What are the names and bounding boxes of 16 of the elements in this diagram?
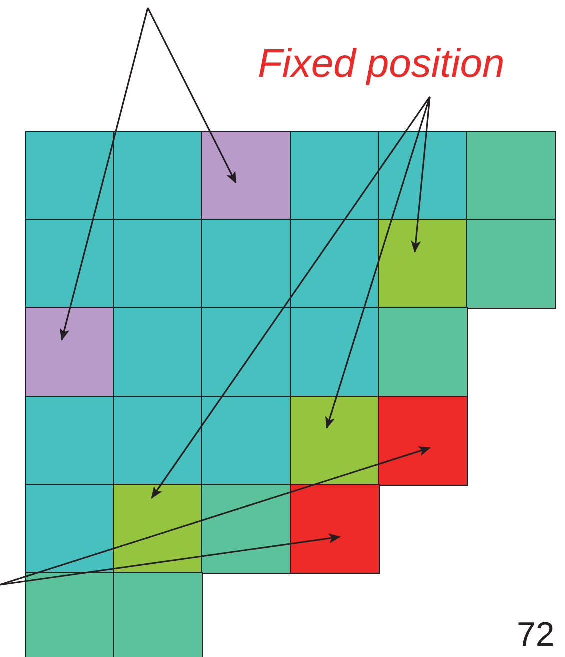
leader-line	[0, 446, 431, 586]
leader-line	[147, 8, 237, 184]
leader-line	[151, 96, 431, 499]
grid-cell	[290, 396, 380, 486]
grid-cell	[25, 307, 114, 398]
leader-line	[326, 96, 431, 429]
leader-line	[60, 8, 149, 341]
page-number: 72	[517, 618, 555, 652]
leader-line	[0, 534, 341, 586]
leader-line	[411, 96, 431, 253]
grid-cell	[378, 396, 468, 486]
grid-cell	[113, 484, 202, 574]
grid-cell	[290, 484, 380, 574]
grid-cell	[378, 219, 468, 308]
annotation-text: Fixed position	[258, 42, 505, 86]
grid-cell	[201, 131, 292, 220]
